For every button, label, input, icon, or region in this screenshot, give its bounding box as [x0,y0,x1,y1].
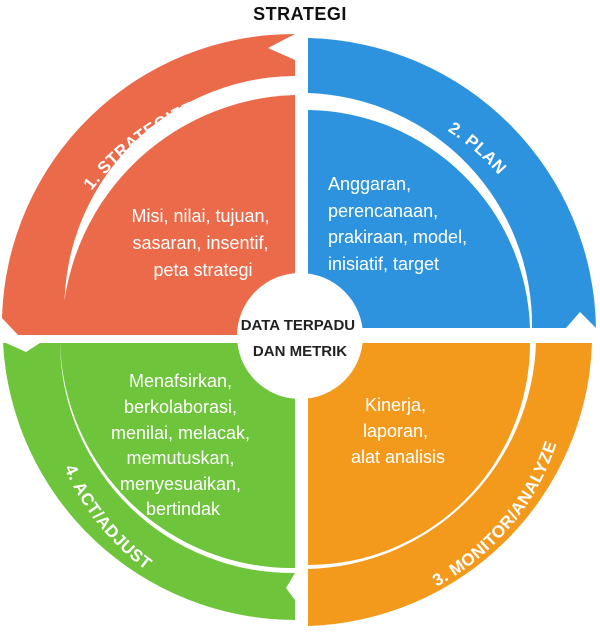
monitor-line-3: alat analisis [351,447,445,467]
plan-line-3: prakiraan, model, [328,227,467,247]
act-line-4: memutuskan, [126,448,234,468]
inner-quadrants [60,95,530,569]
arc-plan [308,38,596,328]
diagram-title: STRATEGI [253,4,347,24]
act-line-3: menilai, melacak, [111,423,250,443]
plan-line-2: perencanaan, [328,201,438,221]
plan-text: Anggaran, perencanaan, prakiraan, model,… [328,174,472,274]
outer-ring [2,33,596,626]
quadrant-plan [308,110,530,328]
act-line-6: bertindak [146,499,221,519]
monitor-text: Kinerja, laporan, alat analisis [351,395,445,467]
quadrant-monitor [308,343,530,565]
act-line-5: menyesuaikan, [120,474,241,494]
act-line-2: berkolaborasi, [124,397,237,417]
strategize-line-3: peta strategi [153,260,252,280]
arc-monitor [308,343,592,626]
arc-act [3,343,295,620]
arc-strategize [2,33,295,336]
act-line-1: Menafsirkan, [129,371,232,391]
strategize-line-2: sasaran, insentif, [132,233,268,253]
quadrant-strategize [61,95,296,335]
act-text: Menafsirkan, berkolaborasi, menilai, mel… [111,371,255,519]
center-label: DATA TERPADU DAN METRIK [241,317,360,360]
strategize-text: Misi, nilai, tujuan, sasaran, insentif, … [131,206,274,280]
center-circle [237,273,363,399]
center-line-1: DATA TERPADU [241,317,355,334]
plan-line-4: inisiatif, target [328,254,439,274]
monitor-line-1: Kinerja, [365,395,426,415]
monitor-line-2: laporan, [363,421,428,441]
plan-line-1: Anggaran, [328,174,411,194]
center-line-2: DAN METRIK [253,343,347,360]
strategize-line-1: Misi, nilai, tujuan, [131,206,269,226]
quadrant-act [60,343,295,569]
